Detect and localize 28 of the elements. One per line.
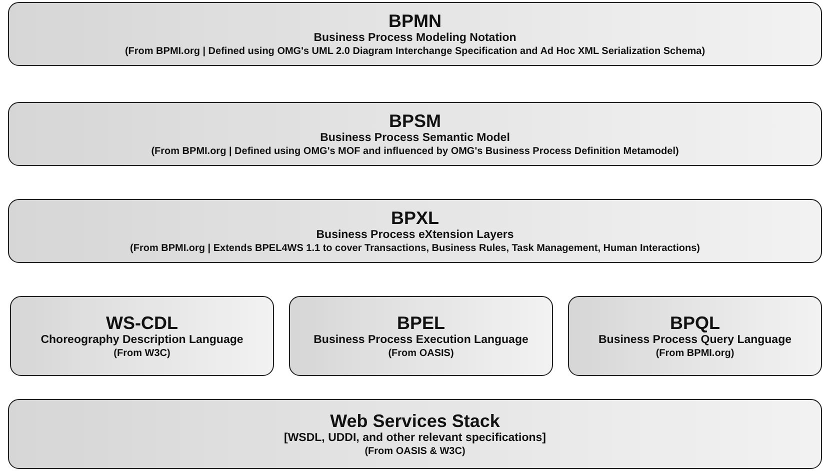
source-note: (From BPMI.org | Defined using OMG's UML 2.0 Diagram Interchange Specification and Ad Hoc XML Serialization Schema) bbox=[124, 44, 706, 58]
acronym-heading: BPSM bbox=[388, 110, 441, 130]
layer-box bbox=[8, 102, 822, 166]
full-name-text: Business Process eXtension Layers bbox=[316, 228, 514, 242]
layer-box bbox=[10, 296, 274, 376]
full-name-text: Choreography Description Language bbox=[40, 332, 244, 346]
full-name-text: [WSDL, UDDI, and other relevant specifications] bbox=[284, 430, 546, 444]
acronym-heading: BPXL bbox=[390, 208, 439, 228]
source-note: (From OASIS) bbox=[388, 346, 454, 360]
layer-box bbox=[8, 399, 822, 469]
layer-box bbox=[568, 296, 822, 376]
source-note: (From BPMI.org | Defined using OMG's MOF and influenced by OMG's Business Process Definition Metamodel) bbox=[151, 144, 679, 158]
full-name-text: Business Process Execution Language bbox=[314, 332, 528, 346]
layer-box bbox=[8, 2, 822, 66]
source-note: (From BPMI.org) bbox=[656, 346, 734, 360]
acronym-heading: WS-CDL bbox=[106, 312, 178, 332]
acronym-heading: Web Services Stack bbox=[330, 410, 500, 430]
source-note: (From W3C) bbox=[114, 346, 170, 360]
full-name-text: Business Process Semantic Model bbox=[320, 130, 510, 144]
source-note: (From OASIS & W3C) bbox=[364, 444, 466, 458]
full-name-text: Business Process Query Language bbox=[598, 332, 792, 346]
full-name-text: Business Process Modeling Notation bbox=[314, 30, 516, 44]
layer-box bbox=[8, 199, 822, 263]
source-note: (From BPMI.org | Extends BPEL4WS 1.1 to cover Transactions, Business Rules, Task Management, Human Interactions) bbox=[130, 242, 700, 254]
acronym-heading: BPQL bbox=[670, 312, 720, 332]
layer-box bbox=[289, 296, 553, 376]
acronym-heading: BPMN bbox=[388, 10, 442, 30]
acronym-heading: BPEL bbox=[396, 312, 445, 332]
